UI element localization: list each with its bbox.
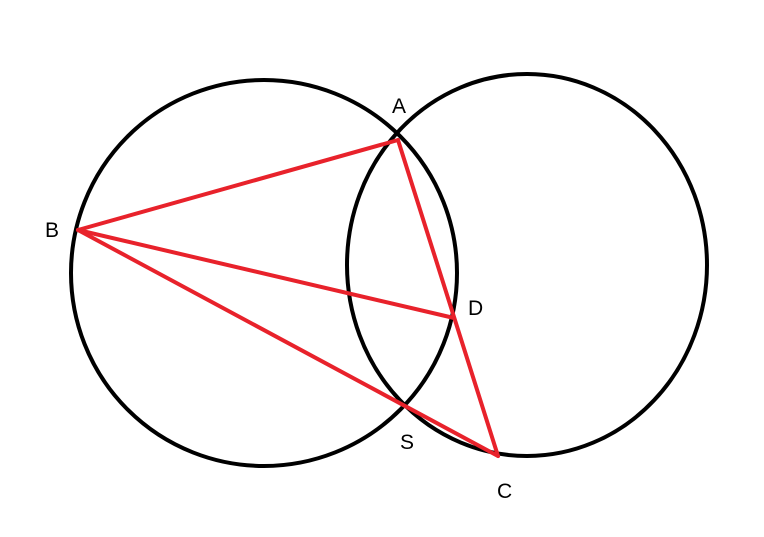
right-circle (345, 72, 709, 458)
label-point-S: S (400, 431, 414, 454)
left-circle (69, 78, 459, 468)
label-point-A: A (392, 95, 406, 118)
label-point-C: C (497, 480, 512, 503)
segment-BD (76, 228, 456, 320)
label-point-B: B (45, 219, 59, 242)
segment-AC (396, 138, 500, 458)
segments (76, 138, 500, 458)
label-point-D: D (468, 297, 483, 320)
segment-BC (76, 228, 500, 458)
segment-BA (76, 138, 400, 232)
